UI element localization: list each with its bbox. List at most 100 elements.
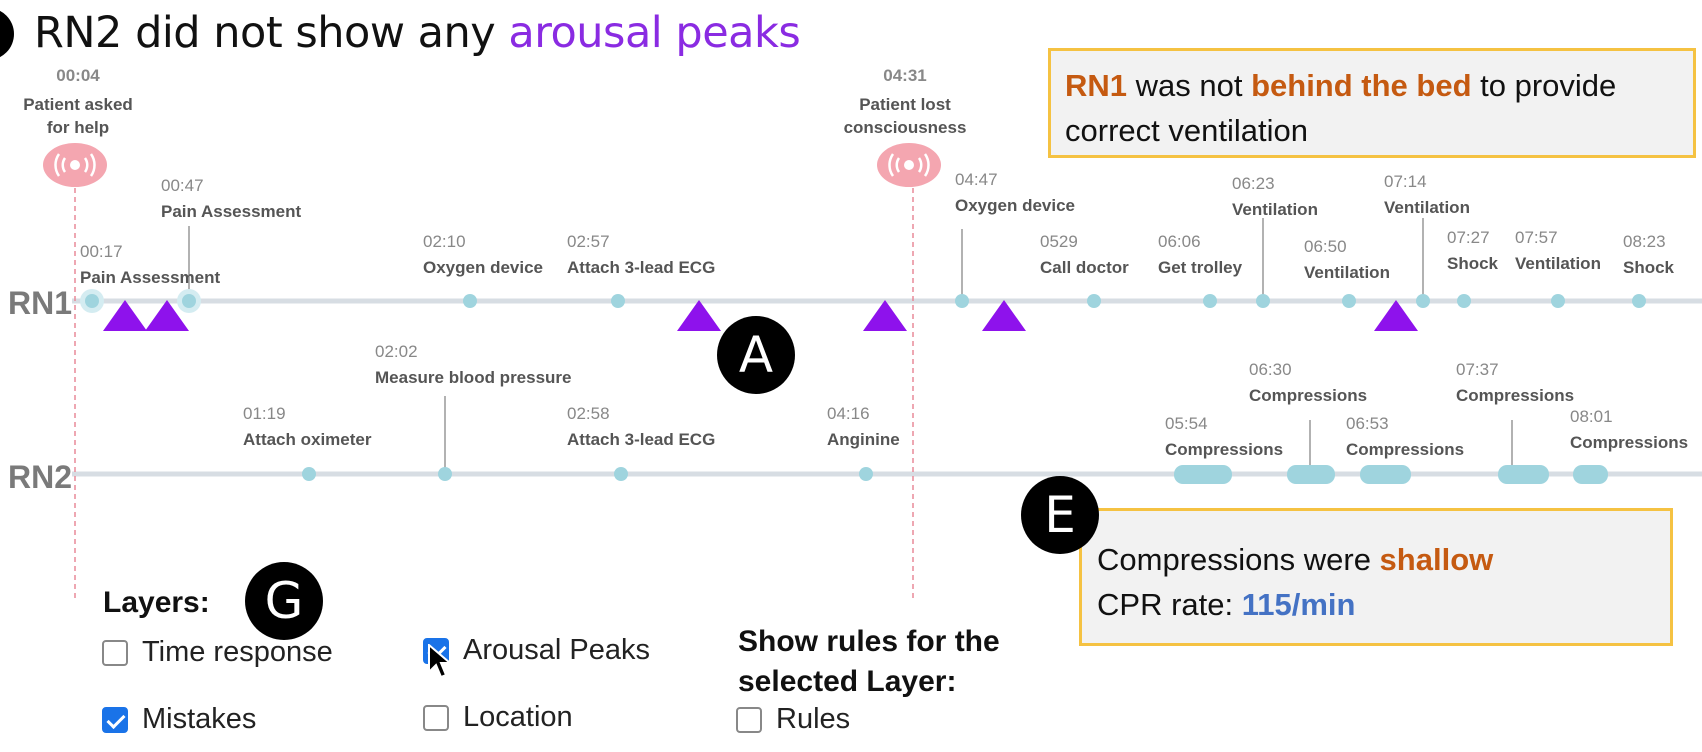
marker-label: Patient asked — [23, 95, 133, 114]
mistakes-checkbox[interactable]: Mistakes — [102, 703, 256, 736]
cpr-rate-value: 115/min — [1241, 587, 1356, 622]
marker-label: for help — [47, 118, 109, 137]
layers-title: Layers: — [103, 586, 210, 619]
event-time: 06:30 — [1249, 360, 1292, 379]
event-time: 07:27 — [1447, 228, 1490, 247]
event-label: Shock — [1447, 254, 1499, 273]
compression-bar — [1573, 465, 1608, 484]
checkbox-box[interactable] — [102, 639, 128, 666]
checkbox-label: Mistakes — [142, 703, 257, 735]
event-time: 06:06 — [1158, 232, 1201, 251]
compression-bar — [1498, 465, 1549, 484]
event-label: Ventilation — [1232, 200, 1318, 219]
rn1-event-points — [80, 289, 1646, 313]
alarm-icon — [43, 143, 107, 187]
event-label: Pain Assessment — [161, 202, 301, 221]
heading-highlight: arousal peaks — [508, 8, 801, 58]
checkbox-box[interactable] — [423, 704, 449, 731]
event-time: 08:01 — [1570, 407, 1613, 426]
event-time: 07:57 — [1515, 228, 1558, 247]
event-label: Oxygen device — [423, 258, 543, 277]
callout-line-2: correct ventilation — [1065, 113, 1308, 148]
event-point — [85, 294, 99, 308]
rn2-event-points — [302, 465, 1608, 484]
event-time: 06:23 — [1232, 174, 1275, 193]
event-time: 06:50 — [1304, 237, 1347, 256]
event-point — [1256, 294, 1270, 308]
mistake-triangle — [1374, 300, 1418, 331]
location-checkbox[interactable]: Location — [423, 701, 573, 734]
event-time: 08:23 — [1623, 232, 1666, 251]
marker-label: Patient lost — [859, 95, 951, 114]
compression-bar — [1360, 465, 1411, 484]
event-point — [1203, 294, 1217, 308]
mistake-triangle — [103, 300, 147, 331]
mistake-triangle — [982, 300, 1026, 331]
event-time: 00:47 — [161, 176, 204, 195]
marker-time: 00:04 — [56, 66, 100, 85]
event-point — [438, 467, 452, 481]
mistake-triangle — [863, 300, 907, 331]
event-label: Ventilation — [1384, 198, 1470, 217]
event-time: 02:57 — [567, 232, 610, 251]
event-point — [955, 294, 969, 308]
event-point — [302, 467, 316, 481]
time-response-checkbox[interactable]: Time response — [102, 636, 333, 669]
event-point — [1632, 294, 1646, 308]
event-time: 02:10 — [423, 232, 466, 251]
event-point — [611, 294, 625, 308]
mistake-triangle — [145, 300, 189, 331]
mistake-markers — [103, 300, 1418, 331]
event-point — [1087, 294, 1101, 308]
checkbox-label: Location — [463, 701, 573, 733]
event-point — [859, 467, 873, 481]
annotation-badge-g: G — [245, 562, 323, 640]
checkbox-label: Time response — [142, 636, 333, 668]
event-time: 04:16 — [827, 404, 870, 423]
compression-bar — [1174, 465, 1232, 484]
callout-highlight: shallow — [1379, 542, 1494, 577]
event-time: 06:53 — [1346, 414, 1389, 433]
alarm-icon — [877, 143, 941, 187]
event-label: Get trolley — [1158, 258, 1243, 277]
event-label: Attach 3-lead ECG — [567, 258, 715, 277]
mistake-triangle — [677, 300, 721, 331]
event-label: Shock — [1623, 258, 1675, 277]
event-time: 02:58 — [567, 404, 610, 423]
compression-bar — [1287, 465, 1335, 484]
lane-label-rn2: RN2 — [8, 459, 72, 495]
event-time: 05:54 — [1165, 414, 1208, 433]
marker-time: 04:31 — [883, 66, 926, 85]
event-time: 01:19 — [243, 404, 286, 423]
event-label: Measure blood pressure — [375, 368, 572, 387]
callout-actor: RN1 — [1065, 68, 1128, 103]
event-label: Compressions — [1165, 440, 1283, 459]
annotation-badge-a: A — [717, 316, 795, 394]
event-point — [1457, 294, 1471, 308]
event-label: Ventilation — [1304, 263, 1390, 282]
event-label: Attach oximeter — [243, 430, 372, 449]
event-time: 0529 — [1040, 232, 1078, 251]
event-label: Attach 3-lead ECG — [567, 430, 715, 449]
page-heading: RN2 did not show any arousal peaks — [34, 8, 801, 58]
callout-cpr-quality: Compressions were shallow CPR rate: 115/… — [1079, 508, 1673, 646]
event-label: Call doctor — [1040, 258, 1129, 277]
event-label: Compressions — [1346, 440, 1464, 459]
event-point — [463, 294, 477, 308]
event-label: Ventilation — [1515, 254, 1601, 273]
rules-checkbox[interactable]: Rules — [736, 703, 850, 736]
checkbox-box[interactable] — [736, 706, 762, 733]
timeline-chart: RN1 RN2 00:04 Patient asked for help 04:… — [8, 66, 1702, 600]
callout-rn1-position: RN1 was not behind the bed to provide co… — [1048, 48, 1696, 158]
mouse-cursor-icon — [428, 644, 452, 679]
annotation-badge-e: E — [1021, 476, 1099, 554]
section-badge-partial — [0, 8, 14, 60]
rules-title: Show rules for the selected Layer: — [738, 625, 1000, 698]
event-label: Compressions — [1456, 386, 1574, 405]
event-label: Compressions — [1570, 433, 1688, 452]
checkbox-box[interactable] — [102, 706, 128, 733]
arousal-peaks-checkbox[interactable]: Arousal Peaks — [423, 634, 650, 667]
callout-highlight: behind the bed — [1251, 68, 1472, 103]
event-time: 04:47 — [955, 170, 998, 189]
checkbox-label: Rules — [776, 703, 851, 735]
